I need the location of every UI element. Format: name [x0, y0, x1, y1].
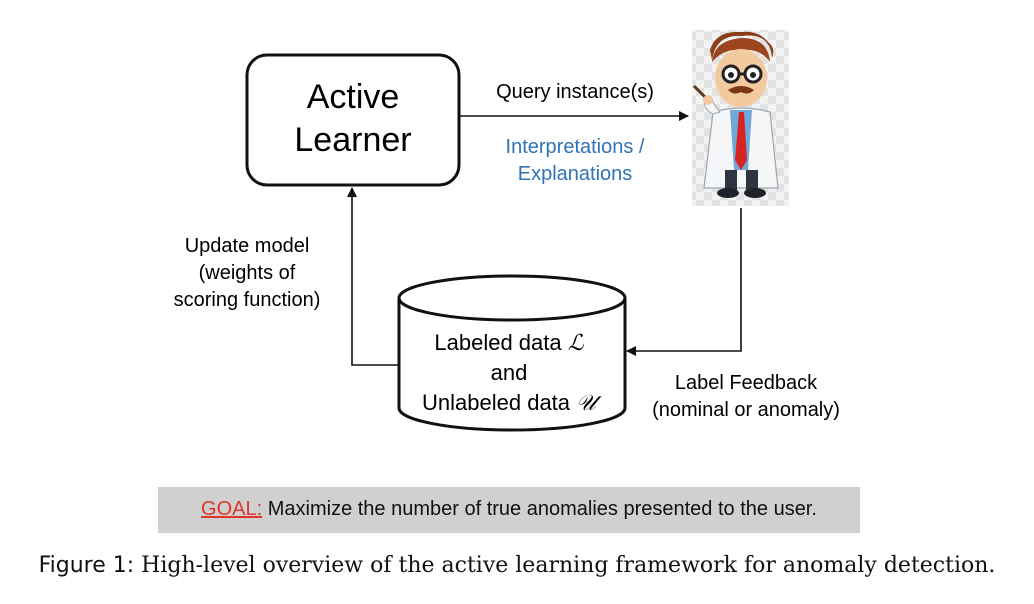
labeled-data-text: Labeled data	[434, 330, 562, 355]
data-store-label-line3: Unlabeled data 𝒰	[422, 390, 602, 416]
feedback-label-line1: Label Feedback	[675, 372, 818, 394]
goal-text: Maximize the number of true anomalies pr…	[262, 498, 817, 520]
query-edge: Query instance(s) Interpretations / Expl…	[460, 81, 689, 185]
data-store-cylinder	[397, 298, 627, 432]
data-store-node: Labeled data ℒ and Unlabeled data 𝒰	[397, 274, 627, 432]
update-label-line1: Update model	[185, 235, 310, 257]
query-label: Query instance(s)	[496, 81, 654, 103]
unlabeled-data-text: Unlabeled data	[422, 390, 571, 415]
data-store-label-line2: and	[491, 360, 528, 385]
caption-text: High-level overview of the active learni…	[134, 553, 996, 578]
active-learner-label-line1: Active	[307, 78, 400, 116]
update-label-line2: (weights of	[199, 262, 296, 284]
data-store-cylinder-top	[397, 274, 627, 322]
data-store-label-line1: Labeled data ℒ	[434, 330, 584, 356]
interpretations-label-line1: Interpretations /	[506, 136, 645, 158]
update-arrow	[347, 187, 399, 366]
update-edge: Update model (weights of scoring functio…	[174, 187, 399, 366]
feedback-label-line2: (nominal or anomaly)	[652, 399, 840, 421]
goal-banner: GOAL: Maximize the number of true anomal…	[158, 487, 860, 533]
active-learner-box	[245, 53, 461, 187]
labeled-symbol: ℒ	[568, 331, 585, 356]
goal-label: GOAL:	[201, 498, 263, 520]
active-learner-node: Active Learner	[245, 53, 461, 187]
feedback-arrow	[626, 208, 742, 356]
goal-statement: GOAL: Maximize the number of true anomal…	[158, 498, 860, 521]
active-learner-label-line2: Learner	[294, 121, 411, 159]
figure-caption: Figure 1: High-level overview of the act…	[0, 553, 1034, 578]
interpretations-label-line2: Explanations	[518, 163, 633, 185]
scientist-icon	[692, 30, 789, 206]
figure-label: Figure 1:	[38, 553, 135, 578]
feedback-edge: Label Feedback (nominal or anomaly)	[626, 208, 840, 421]
update-label-line3: scoring function)	[174, 289, 321, 311]
